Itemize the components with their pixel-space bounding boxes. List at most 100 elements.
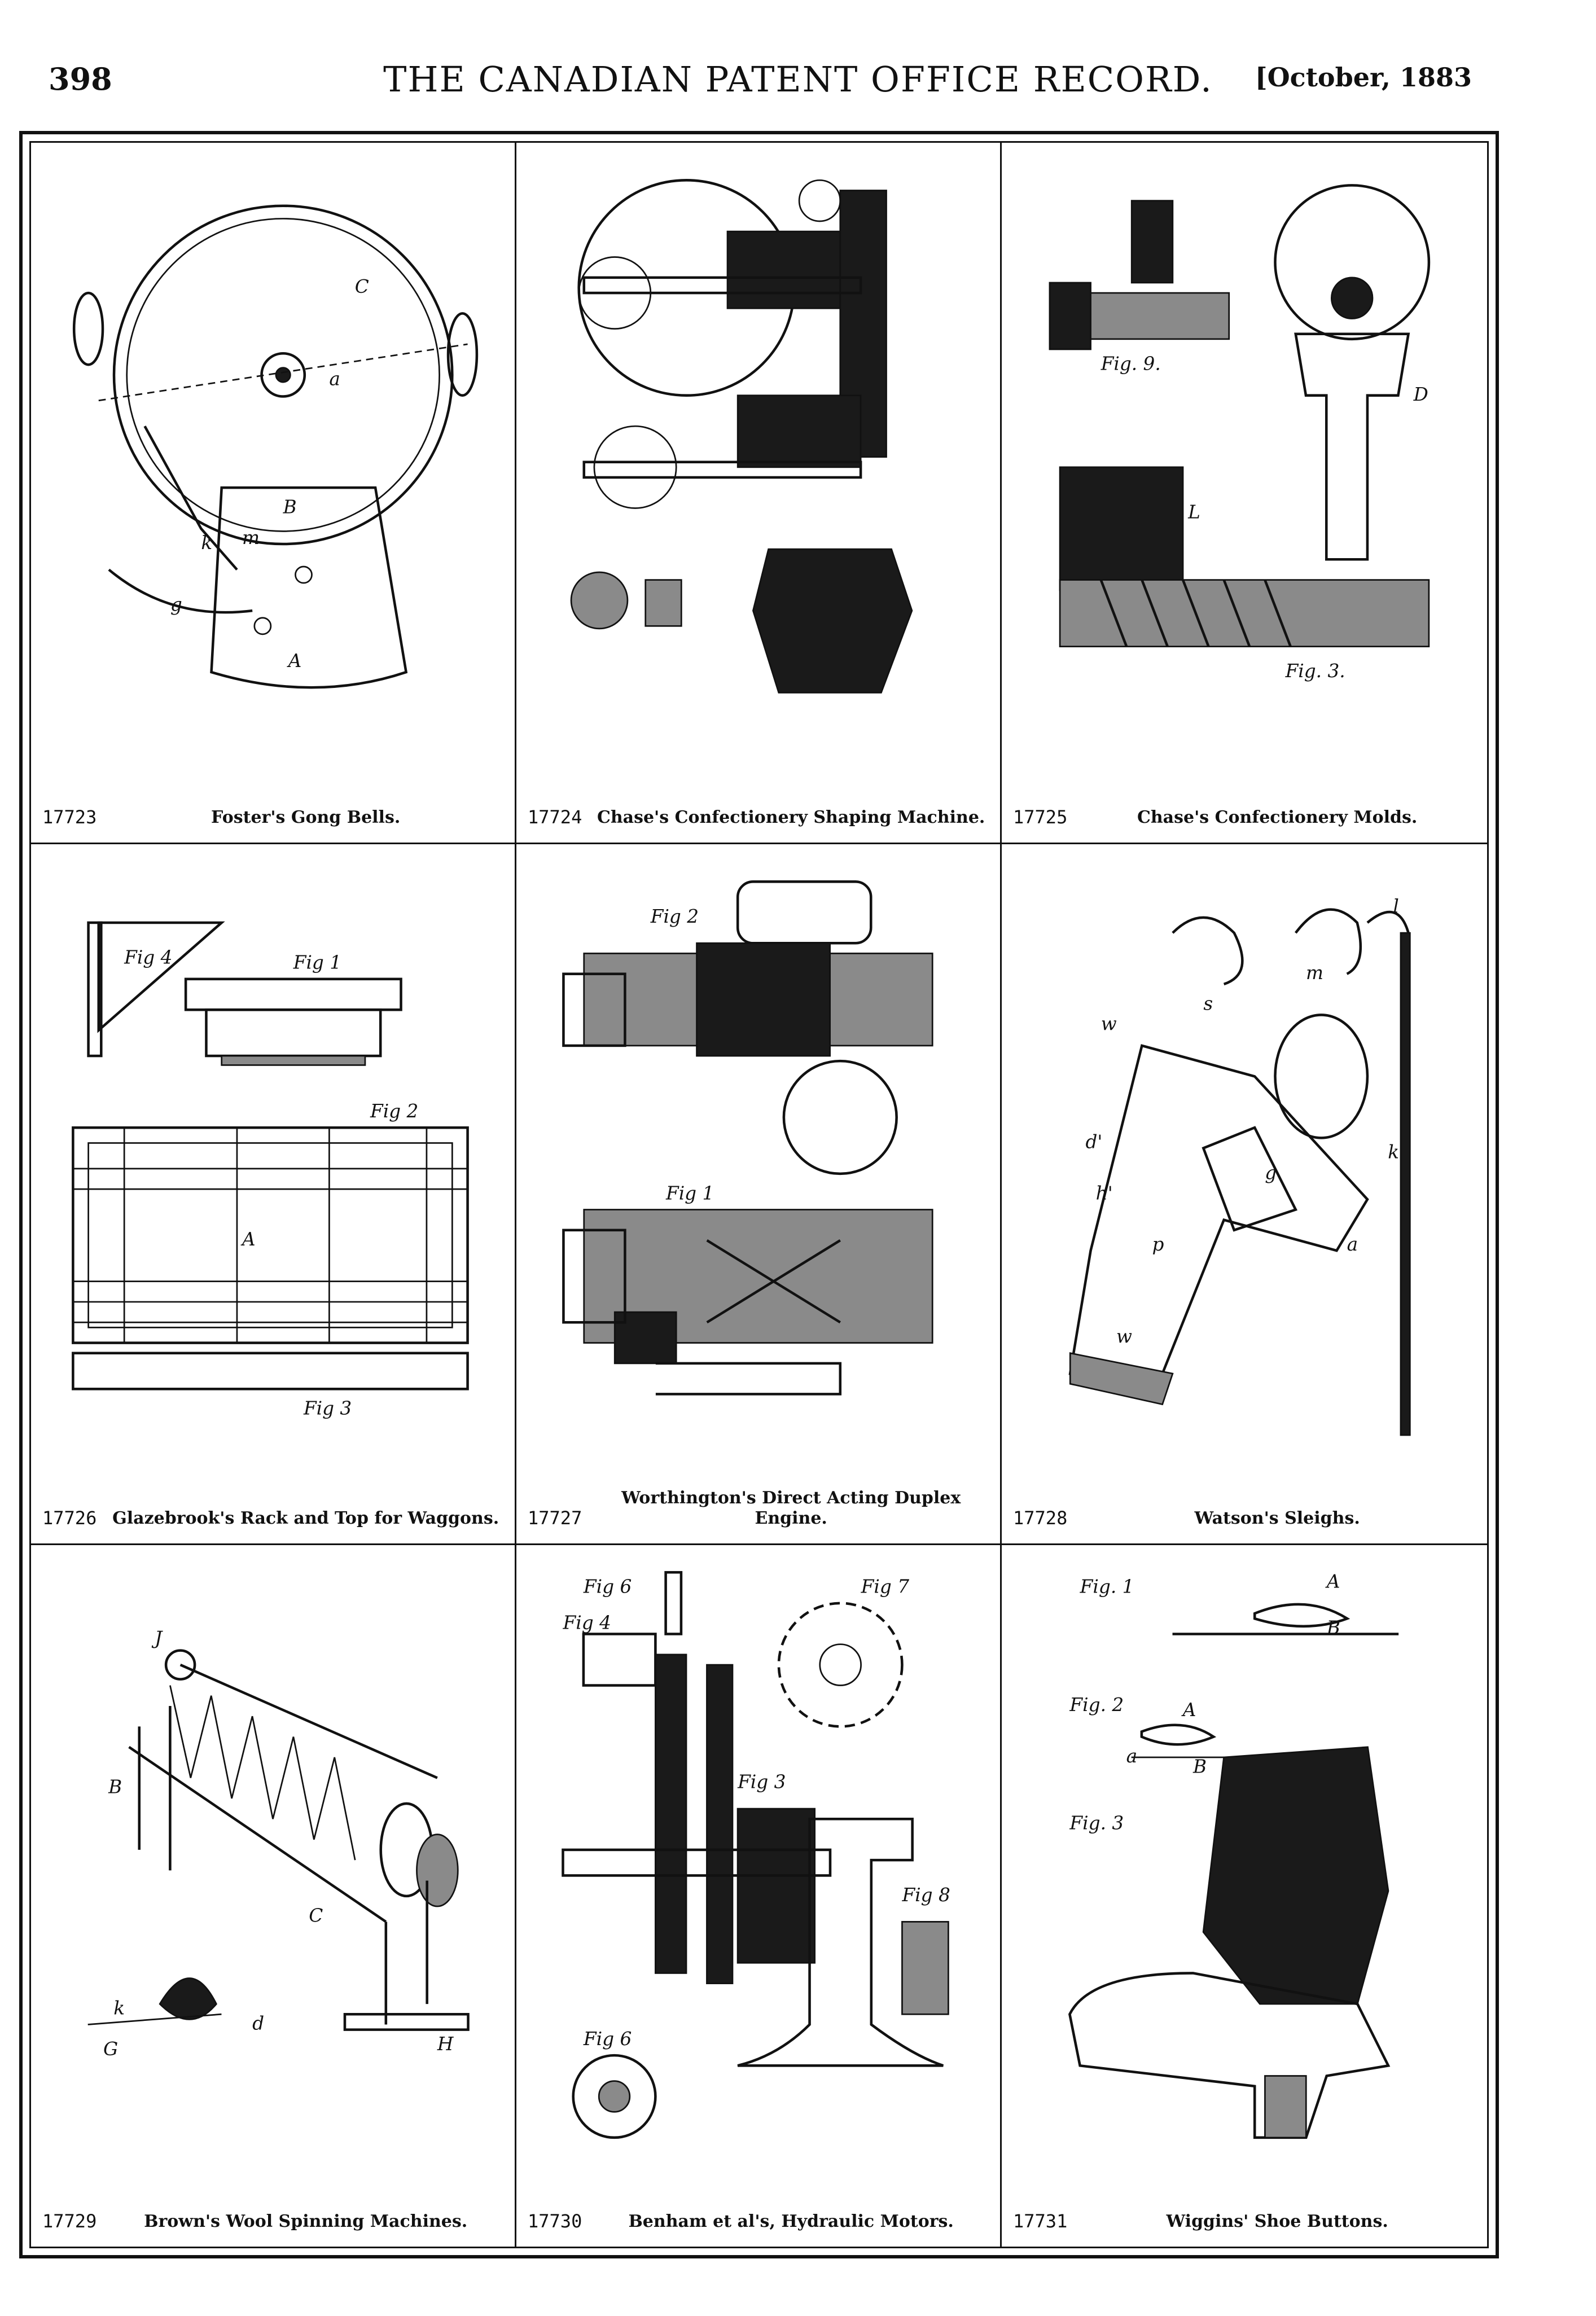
svg-text:C: C — [309, 1905, 323, 1927]
svg-text:Fig 4: Fig 4 — [124, 946, 172, 968]
svg-text:k: k — [201, 532, 212, 554]
waggon-rack-illustration: Fig 4 Fig 1 Fig 2 Fig 3 A — [48, 861, 498, 1476]
patent-cell: Fig. 1 A B Fig. 2 A a B Fig. 3 17731 Wig… — [1002, 1545, 1487, 2247]
patent-cell: w s m l d' h' p a k g w 17728 W — [1002, 844, 1487, 1546]
shoe-buttons-illustration: Fig. 1 A B Fig. 2 A a B Fig. 3 — [1019, 1562, 1470, 2179]
patent-number: 17723 — [42, 806, 97, 828]
svg-text:w: w — [1101, 1013, 1117, 1034]
svg-text:l: l — [1393, 895, 1398, 916]
svg-text:g: g — [1265, 1162, 1277, 1183]
svg-text:d': d' — [1086, 1131, 1103, 1152]
svg-text:B: B — [108, 1777, 122, 1798]
patent-cell: Fig 2 Fig 1 17727 Worthington's Direct A… — [516, 844, 1002, 1546]
confectionery-machine-illustration — [533, 160, 983, 775]
svg-text:g: g — [170, 594, 182, 615]
svg-text:A: A — [287, 650, 302, 672]
patent-caption: 17728 Watson's Sleighs. — [1013, 1481, 1476, 1532]
patent-number: 17727 — [528, 1507, 582, 1529]
svg-text:C: C — [355, 276, 369, 297]
svg-text:Fig 3: Fig 3 — [737, 1771, 786, 1793]
patent-number: 17729 — [42, 2210, 97, 2232]
patent-title: Brown's Wool Spinning Machines. — [144, 2211, 468, 2231]
patent-title: Benham et al's, Hydraulic Motors. — [628, 2211, 954, 2231]
wool-spinning-illustration: J B C d k G H — [48, 1562, 498, 2179]
svg-text:Fig. 3: Fig. 3 — [1069, 1813, 1124, 1834]
svg-text:m: m — [242, 527, 260, 549]
gong-bell-illustration: C a B m k g A — [48, 160, 498, 775]
patent-caption: 17727 Worthington's Direct Acting Duplex… — [528, 1481, 989, 1532]
svg-text:a: a — [329, 369, 340, 390]
patent-number: 17730 — [528, 2210, 582, 2232]
svg-text:a: a — [1347, 1234, 1358, 1255]
svg-text:Fig 2: Fig 2 — [370, 1100, 418, 1122]
svg-text:d: d — [252, 2013, 264, 2034]
svg-text:m: m — [1306, 962, 1323, 984]
patent-caption: 17731 Wiggins' Shoe Buttons. — [1013, 2185, 1476, 2235]
patent-cell: 17724 Chase's Confectionery Shaping Mach… — [516, 143, 1002, 844]
svg-text:G: G — [103, 2038, 118, 2060]
patent-cell: Fig. 9. Fig. 3. D L 17725 Chase's Confec… — [1002, 143, 1487, 844]
svg-text:Fig 1: Fig 1 — [293, 951, 341, 973]
svg-text:Fig 4: Fig 4 — [562, 1612, 611, 1634]
patent-caption: 17726 Glazebrook's Rack and Top for Wagg… — [42, 1481, 503, 1532]
svg-text:Fig. 1: Fig. 1 — [1080, 1576, 1134, 1598]
patent-caption: 17723 Foster's Gong Bells. — [42, 780, 503, 831]
svg-text:w: w — [1116, 1326, 1132, 1347]
svg-text:s: s — [1203, 993, 1213, 1014]
svg-text:D: D — [1413, 384, 1428, 405]
patent-cell: Fig 6 Fig 4 Fig 7 Fig 3 Fig 8 Fig 6 1773… — [516, 1545, 1002, 2247]
patent-caption: 17729 Brown's Wool Spinning Machines. — [42, 2185, 503, 2235]
patent-cell: J B C d k G H 17729 Brown's Wool Spinnin… — [31, 1545, 516, 2247]
svg-text:k: k — [113, 1998, 125, 2019]
svg-text:A: A — [240, 1229, 256, 1250]
plate-inner-border: C a B m k g A 17723 Foster's Gong Bells. — [29, 141, 1489, 2248]
patent-cell: Fig 4 Fig 1 Fig 2 Fig 3 A 17726 Glazebro… — [31, 844, 516, 1546]
svg-text:B: B — [1326, 1617, 1340, 1639]
patent-title: Foster's Gong Bells. — [211, 807, 401, 827]
patent-number: 17725 — [1013, 806, 1068, 828]
svg-text:A: A — [1325, 1571, 1340, 1593]
patent-number: 17724 — [528, 806, 582, 828]
patent-number: 17726 — [42, 1507, 97, 1529]
confectionery-molds-illustration: Fig. 9. Fig. 3. D L — [1019, 160, 1470, 775]
page-header: 398 THE CANADIAN PATENT OFFICE RECORD. [… — [0, 0, 1596, 130]
page-number: 398 — [49, 61, 112, 97]
svg-text:k: k — [1388, 1141, 1399, 1163]
svg-text:p: p — [1152, 1234, 1164, 1255]
issue-date: [October, 1883 — [1255, 62, 1472, 93]
patent-caption: 17725 Chase's Confectionery Molds. — [1013, 780, 1476, 831]
svg-text:Fig. 9.: Fig. 9. — [1100, 353, 1161, 374]
svg-text:a: a — [1126, 1745, 1138, 1767]
svg-text:h': h' — [1096, 1182, 1113, 1204]
svg-text:J: J — [151, 1628, 163, 1649]
publication-title: THE CANADIAN PATENT OFFICE RECORD. — [383, 59, 1213, 100]
patent-cell: C a B m k g A 17723 Foster's Gong Bells. — [31, 143, 516, 844]
patent-title: Chase's Confectionery Molds. — [1137, 807, 1418, 827]
svg-text:Fig. 2: Fig. 2 — [1069, 1694, 1124, 1716]
sleigh-illustration: w s m l d' h' p a k g w — [1019, 861, 1470, 1476]
svg-text:B: B — [283, 497, 297, 518]
svg-text:B: B — [1192, 1756, 1207, 1778]
patent-title: Chase's Confectionery Shaping Machine. — [597, 807, 985, 827]
patent-title: Watson's Sleighs. — [1194, 1508, 1360, 1529]
duplex-engine-illustration: Fig 2 Fig 1 — [533, 861, 983, 1476]
patent-grid: C a B m k g A 17723 Foster's Gong Bells. — [31, 143, 1487, 2247]
patent-title: Glazebrook's Rack and Top for Waggons. — [112, 1508, 499, 1529]
svg-text:Fig 8: Fig 8 — [901, 1884, 950, 1906]
svg-text:Fig 6: Fig 6 — [583, 1576, 632, 1598]
patent-caption: 17724 Chase's Confectionery Shaping Mach… — [528, 780, 989, 831]
patent-number: 17728 — [1013, 1507, 1068, 1529]
svg-text:L: L — [1187, 502, 1200, 523]
patent-number: 17731 — [1013, 2210, 1068, 2232]
svg-text:Fig. 3.: Fig. 3. — [1285, 660, 1345, 682]
patent-title: Worthington's Direct Acting Duplex Engin… — [621, 1488, 961, 1529]
svg-text:Fig 3: Fig 3 — [303, 1397, 352, 1419]
svg-text:Fig 2: Fig 2 — [650, 906, 699, 927]
patent-title: Wiggins' Shoe Buttons. — [1166, 2211, 1388, 2231]
patent-caption: 17730 Benham et al's, Hydraulic Motors. — [528, 2185, 989, 2235]
svg-text:Fig 6: Fig 6 — [583, 2028, 632, 2050]
svg-text:H: H — [437, 2033, 454, 2055]
hydraulic-motor-illustration: Fig 6 Fig 4 Fig 7 Fig 3 Fig 8 Fig 6 — [533, 1562, 983, 2179]
plate-frame: C a B m k g A 17723 Foster's Gong Bells. — [19, 131, 1499, 2258]
svg-text:A: A — [1181, 1699, 1196, 1721]
